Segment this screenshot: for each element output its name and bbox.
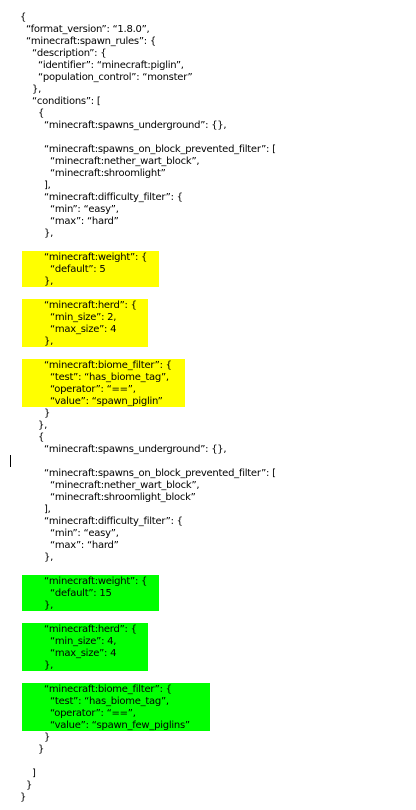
- code-line: “minecraft:spawns_underground”: {},: [44, 444, 227, 455]
- code-line: “minecraft:weight”: {: [44, 576, 148, 587]
- code-line: “minecraft:nether_wart_block”,: [50, 480, 200, 491]
- code-line: “minecraft:shroomlight”: [50, 168, 166, 179]
- code-line: },: [44, 228, 54, 239]
- code-line: “minecraft:biome_filter”: {: [44, 684, 172, 695]
- code-line: “identifier”: “minecraft:piglin”,: [38, 60, 184, 71]
- code-line: “minecraft:nether_wart_block”,: [50, 156, 200, 167]
- code-line: {: [38, 432, 45, 443]
- code-line: “operator”: “==”,: [50, 708, 136, 719]
- code-line: “min_size”: 2,: [50, 312, 117, 323]
- code-line: “default”: 15: [50, 588, 112, 599]
- code-line: “max_size”: 4: [50, 324, 117, 335]
- highlight-herd-1: [22, 299, 148, 347]
- code-line: “max”: “hard”: [50, 540, 119, 551]
- highlight-weight-2: [22, 575, 159, 611]
- code-line: ]: [32, 768, 36, 779]
- highlight-herd-2: [22, 623, 148, 671]
- code-line: “min”: “easy”,: [50, 204, 119, 215]
- code-line: {: [38, 108, 45, 119]
- code-line: “minecraft:shroomlight_block”: [50, 492, 196, 503]
- code-line: },: [44, 552, 54, 563]
- code-line: },: [44, 276, 54, 287]
- code-line: “test”: “has_biome_tag”,: [50, 696, 169, 707]
- code-line: }: [38, 744, 45, 755]
- code-line: ],: [44, 180, 51, 191]
- code-line: “minecraft:biome_filter”: {: [44, 360, 172, 371]
- code-line: {: [20, 12, 27, 23]
- code-line: “min”: “easy”,: [50, 528, 119, 539]
- code-line: “min_size”: 4,: [50, 636, 117, 647]
- code-line: “population_control”: “monster”: [38, 72, 193, 83]
- code-line: “minecraft:spawns_on_block_prevented_fil…: [44, 468, 276, 479]
- code-line: “max_size”: 4: [50, 648, 117, 659]
- highlight-weight-1: [22, 251, 159, 287]
- code-line: “format_version”: “1.8.0”,: [26, 24, 150, 35]
- code-line: “minecraft:herd”: {: [44, 300, 137, 311]
- code-line: “minecraft:weight”: {: [44, 252, 148, 263]
- code-line: },: [44, 336, 54, 347]
- code-line: },: [44, 600, 54, 611]
- code-line: “value”: “spawn_piglin”: [50, 396, 163, 407]
- code-line: }: [44, 408, 51, 419]
- code-line: “minecraft:difficulty_filter”: {: [44, 516, 183, 527]
- code-line: “minecraft:spawns_on_block_prevented_fil…: [44, 144, 276, 155]
- code-line: },: [38, 420, 48, 431]
- code-line: },: [32, 84, 42, 95]
- highlight-biome-filter-2: [22, 683, 210, 731]
- code-line: “conditions”: [: [32, 96, 101, 107]
- code-line: “operator”: “==”,: [50, 384, 136, 395]
- code-line: “default”: 5: [50, 264, 106, 275]
- code-line: “value”: “spawn_few_piglins”: [50, 720, 190, 731]
- code-line: “minecraft:spawn_rules”: {: [26, 36, 156, 47]
- highlight-biome-filter-1: [22, 359, 185, 407]
- code-line: “test”: “has_biome_tag”,: [50, 372, 169, 383]
- code-line: },: [44, 660, 54, 671]
- code-line: }: [26, 780, 33, 791]
- code-line: }: [20, 792, 27, 803]
- code-line: “max”: “hard”: [50, 216, 119, 227]
- code-line: “minecraft:difficulty_filter”: {: [44, 192, 183, 203]
- code-line: “minecraft:spawns_underground”: {},: [44, 120, 227, 131]
- code-line: “description”: {: [32, 48, 107, 59]
- code-line: “minecraft:herd”: {: [44, 624, 137, 635]
- code-line: }: [44, 732, 51, 743]
- code-line: ],: [44, 504, 51, 515]
- text-cursor: [10, 455, 11, 467]
